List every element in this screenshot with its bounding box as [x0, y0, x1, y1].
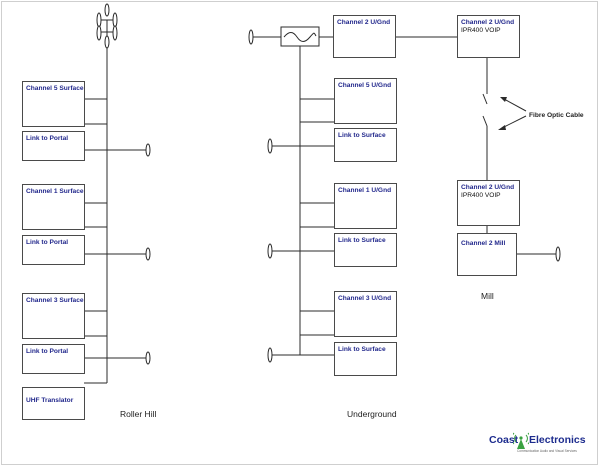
logo-tagline: Communication Audio and Visual Services	[517, 449, 577, 453]
box-title: UHF Translator	[26, 397, 74, 404]
box-title: Link to Surface	[338, 237, 386, 244]
splitter-icon	[280, 26, 320, 47]
box-subtitle: IPR400 VOIP	[461, 192, 501, 199]
box-title: Link to Portal	[26, 135, 69, 142]
box-subtitle: IPR400 VOIP	[461, 27, 501, 34]
antenna-end-icon	[267, 138, 273, 154]
arrowhead	[498, 125, 506, 130]
box-title: Channel 2 Mill	[461, 240, 506, 247]
box-title: Link to Portal	[26, 239, 69, 246]
link-to-portal-box: Link to Portal	[22, 344, 85, 374]
link-to-surface-box: Link to Surface	[334, 128, 397, 162]
tower-antenna-icon	[96, 3, 118, 49]
box-title: Channel 3 Surface	[26, 297, 84, 304]
link-to-surface-box: Link to Surface	[334, 342, 397, 376]
fibre-break-mark	[482, 93, 488, 105]
box-title: Channel 2 U/Gnd	[461, 184, 515, 191]
box-title: Channel 5 U/Gnd	[338, 82, 392, 89]
logo-name-left: Coast	[489, 434, 519, 446]
channel-5-ugnd-box: Channel 5 U/Gnd	[334, 78, 397, 124]
antenna-end-icon	[267, 243, 273, 259]
coast-electronics-logo: Coast Electronics Communication Audio an…	[489, 428, 589, 458]
box-title: Link to Surface	[338, 132, 386, 139]
fibre-optic-label: Fibre Optic Cable	[529, 112, 584, 119]
mill-label: Mill	[481, 291, 494, 301]
box-title: Link to Surface	[338, 346, 386, 353]
antenna-end-icon	[145, 247, 151, 261]
link-to-portal-box: Link to Portal	[22, 131, 85, 161]
box-title: Channel 2 U/Gnd	[337, 19, 391, 26]
link-to-portal-box: Link to Portal	[22, 235, 85, 265]
channel-3-ugnd-box: Channel 3 U/Gnd	[334, 291, 397, 337]
antenna-end-icon	[248, 29, 254, 45]
callout-arrow	[503, 98, 527, 112]
channel-2-ugnd-top-box: Channel 2 U/Gnd	[333, 15, 396, 58]
channel-2-mill-box: Channel 2 Mill	[457, 233, 517, 276]
roller-hill-label: Roller Hill	[120, 409, 157, 419]
logo-name-right: Electronics	[529, 434, 586, 446]
callout-arrow	[501, 115, 527, 129]
signal-tower-icon	[513, 432, 529, 449]
underground-label: Underground	[347, 409, 397, 419]
box-title: Channel 1 Surface	[26, 188, 84, 195]
voip-top-box: Channel 2 U/Gnd IPR400 VOIP	[457, 15, 520, 58]
box-title: Channel 3 U/Gnd	[338, 295, 392, 302]
channel-1-surface-box: Channel 1 Surface	[22, 184, 85, 230]
box-title: Channel 5 Surface	[26, 85, 84, 92]
fibre-break-mark	[482, 115, 488, 127]
channel-1-ugnd-box: Channel 1 U/Gnd	[334, 183, 397, 229]
box-title: Link to Portal	[26, 348, 69, 355]
arrowhead	[500, 97, 507, 102]
antenna-end-icon	[145, 351, 151, 365]
link-to-surface-box: Link to Surface	[334, 233, 397, 267]
uhf-translator-box: UHF Translator	[22, 387, 85, 420]
antenna-end-icon	[555, 246, 561, 262]
box-title: Channel 1 U/Gnd	[338, 187, 392, 194]
channel-3-surface-box: Channel 3 Surface	[22, 293, 85, 339]
antenna-end-icon	[267, 347, 273, 363]
voip-bottom-box: Channel 2 U/Gnd IPR400 VOIP	[457, 180, 520, 226]
box-title: Channel 2 U/Gnd	[461, 19, 515, 26]
antenna-end-icon	[145, 143, 151, 157]
channel-5-surface-box: Channel 5 Surface	[22, 81, 85, 127]
